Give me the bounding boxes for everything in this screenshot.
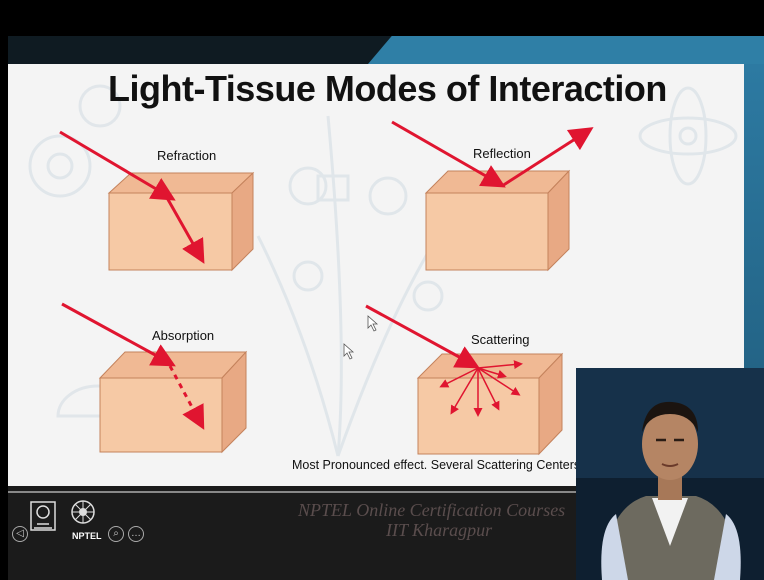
reflection-incident-arrow xyxy=(391,120,506,188)
refraction-incident-arrow xyxy=(59,130,176,201)
reflection-reflected-arrow xyxy=(501,127,594,188)
more-icon[interactable]: … xyxy=(128,526,144,542)
label-scattering: Scattering xyxy=(471,332,530,347)
slide-header-accent xyxy=(368,36,764,64)
footer-course-title: NPTEL Online Certification Courses xyxy=(298,500,566,520)
nptel-logo-icon xyxy=(71,500,95,524)
nptel-badge: NPTEL xyxy=(72,531,102,541)
refraction-refracted-arrow xyxy=(164,195,205,264)
absorption-box xyxy=(98,350,248,454)
letterbox-top xyxy=(0,0,764,36)
interaction-diagram xyxy=(59,120,594,456)
scattering-incident-arrow xyxy=(365,304,480,369)
reflection-box xyxy=(424,169,571,272)
zoom-icon[interactable]: ⌕ xyxy=(108,526,124,542)
presenter-video xyxy=(576,368,764,580)
scattering-caption: Most Pronounced effect. Several Scatteri… xyxy=(292,458,581,472)
label-absorption: Absorption xyxy=(152,328,215,343)
previous-icon[interactable]: ◁ xyxy=(12,526,28,542)
absorption-dotted-arrow xyxy=(168,365,205,430)
iit-logo-icon xyxy=(30,501,56,531)
scattering-box xyxy=(416,352,564,456)
slide-title: Light-Tissue Modes of Interaction xyxy=(108,68,667,109)
footer-institute: IIT Kharagpur xyxy=(386,520,493,540)
label-refraction: Refraction xyxy=(157,148,217,163)
footer-divider xyxy=(8,491,764,493)
cursor-icon xyxy=(367,315,379,332)
absorption-incident-arrow xyxy=(61,302,176,367)
scattering-rays xyxy=(439,360,523,417)
label-reflection: Reflection xyxy=(473,146,531,161)
slide: Light-Tissue Modes of Interaction xyxy=(8,36,764,580)
cursor-icon xyxy=(343,343,355,360)
